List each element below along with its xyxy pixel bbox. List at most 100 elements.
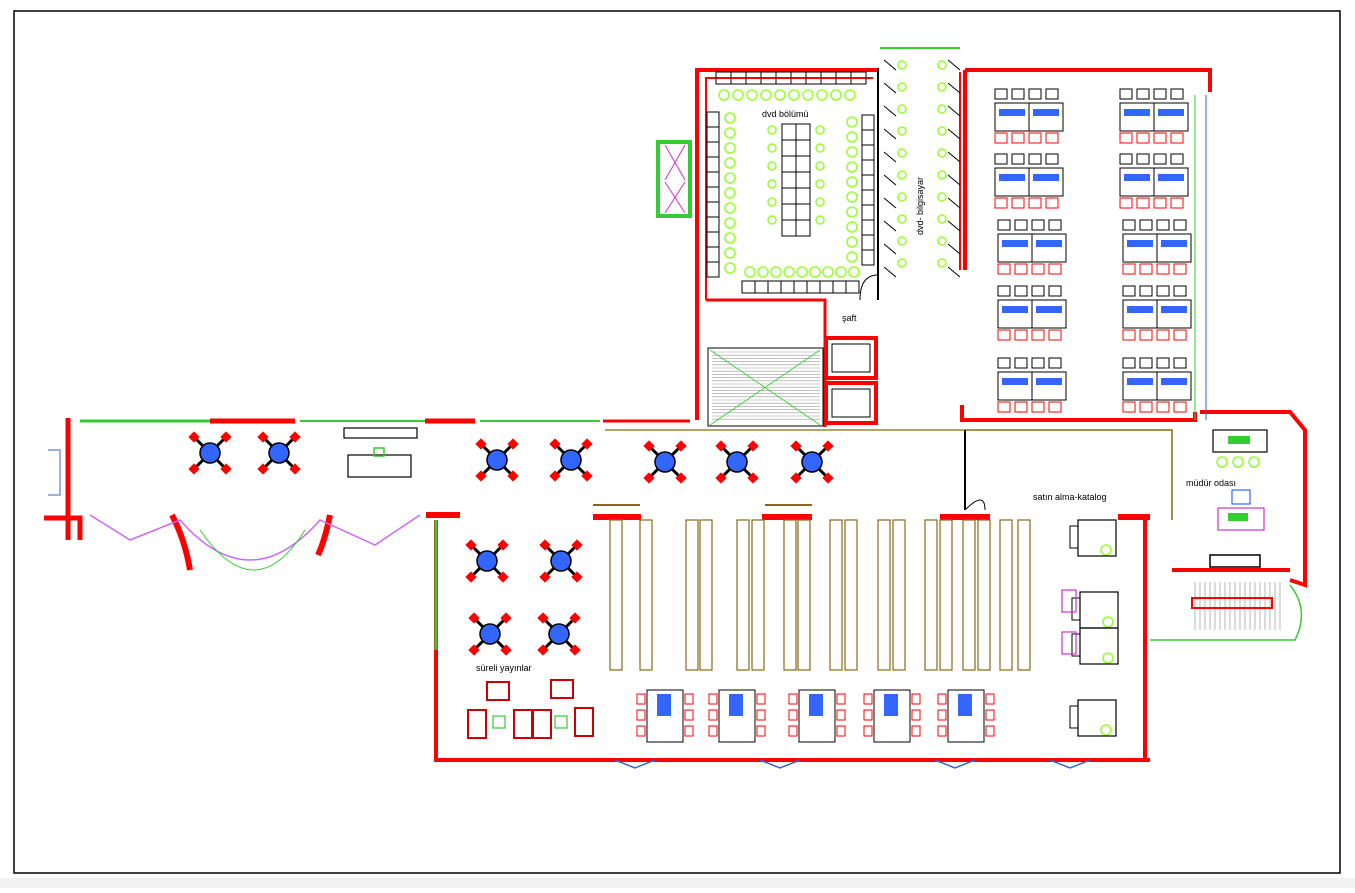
- dvd-study-table: [781, 171, 797, 189]
- reading-table: [947, 689, 985, 743]
- round-table-seat: [643, 440, 655, 452]
- reading-chair: [788, 725, 798, 737]
- workstation-chair: [1139, 263, 1153, 275]
- round-table: [726, 451, 748, 473]
- reading-chair: [911, 693, 921, 705]
- desk-tag: [1161, 306, 1187, 313]
- reading-chair: [684, 693, 694, 705]
- bookshelf: [685, 519, 699, 671]
- room-label-periodicals: süreli yayınlar: [476, 663, 532, 673]
- reading-chair: [985, 693, 995, 705]
- workstation-chair: [994, 88, 1008, 100]
- dvd-cabinet-east: [861, 219, 875, 236]
- round-table-seat: [468, 612, 480, 624]
- chair: [846, 206, 858, 218]
- workstation-chair: [1170, 197, 1184, 209]
- reading-chair: [684, 709, 694, 721]
- chair: [897, 104, 907, 114]
- room-label-purchasing: satın alma-katalog: [1033, 492, 1107, 502]
- computer-desk: [1153, 102, 1189, 132]
- reading-chair: [836, 709, 846, 721]
- chair: [835, 266, 847, 278]
- chair: [783, 266, 795, 278]
- corridor-rack: [883, 105, 897, 117]
- chair: [897, 236, 907, 246]
- chair: [732, 89, 744, 101]
- round-table: [486, 449, 508, 471]
- round-table-seat: [747, 472, 759, 484]
- corridor-rack: [883, 266, 897, 278]
- workstation-chair: [1045, 88, 1059, 100]
- wall-arc-west: [169, 513, 193, 571]
- workstation-chair: [1153, 153, 1167, 165]
- stair-well: [707, 347, 824, 427]
- round-table-seat: [675, 440, 687, 452]
- chair: [897, 192, 907, 202]
- chair: [937, 60, 947, 70]
- corridor-rack-2: [947, 197, 961, 209]
- corridor-rack: [883, 243, 897, 255]
- table-tag: [729, 694, 743, 716]
- round-table-seat: [537, 612, 549, 624]
- chair: [897, 148, 907, 158]
- chair: [937, 258, 947, 268]
- workstation-chair: [1119, 132, 1133, 144]
- meeting-table: [1217, 507, 1265, 531]
- chair: [724, 217, 736, 229]
- coffee-table: [554, 715, 568, 729]
- chair: [724, 172, 736, 184]
- chair: [760, 89, 772, 101]
- door-swing-purchasing: [964, 499, 986, 511]
- wall-west-cap: [44, 515, 83, 540]
- drawing-frame: [13, 10, 1341, 874]
- corridor-rack-2: [947, 82, 961, 94]
- armchair: [574, 707, 594, 737]
- round-table-seat: [790, 440, 802, 452]
- dvd-cabinet-bottom: [767, 280, 782, 294]
- reading-chair: [636, 709, 646, 721]
- workstation-chair: [1031, 401, 1045, 413]
- chair: [937, 148, 947, 158]
- bookshelf: [977, 519, 991, 671]
- stair-diagonal-b: [709, 349, 821, 426]
- stairs-layer: [707, 347, 1281, 630]
- chair: [815, 161, 825, 171]
- chair: [1232, 456, 1244, 468]
- computer-desk: [1031, 371, 1067, 401]
- workstation-chair: [1136, 88, 1150, 100]
- bookshelf: [699, 519, 713, 671]
- meeting-table-tag: [1228, 513, 1248, 521]
- bookshelf: [1017, 519, 1031, 671]
- chair: [848, 266, 860, 278]
- reading-chair: [863, 693, 873, 705]
- bookshelf: [844, 519, 858, 671]
- reading-chair: [937, 693, 947, 705]
- chair: [744, 266, 756, 278]
- reception-shelf: [343, 427, 418, 439]
- computer-desk: [1156, 233, 1192, 263]
- workstation-chair: [1048, 329, 1062, 341]
- workstation-chair: [1173, 357, 1187, 369]
- workstation-chair: [1045, 197, 1059, 209]
- round-table-seat: [569, 612, 581, 624]
- dvd-cabinet-west: [706, 216, 720, 233]
- reading-table: [798, 689, 836, 743]
- reading-chair: [911, 725, 921, 737]
- round-table-seat: [822, 472, 834, 484]
- chair: [767, 179, 777, 189]
- reading-chair: [937, 725, 947, 737]
- workstation-chair: [1014, 329, 1028, 341]
- dvd-cabinet-west: [706, 246, 720, 263]
- reading-chair: [911, 709, 921, 721]
- round-table-seat: [475, 470, 487, 482]
- chair: [724, 157, 736, 169]
- window-cross-2b: [664, 181, 686, 214]
- round-tables-layer: [188, 431, 834, 656]
- workstation-chair: [1014, 263, 1028, 275]
- reading-chair: [937, 709, 947, 721]
- round-table-seat: [715, 440, 727, 452]
- chair: [1102, 652, 1114, 664]
- chair: [724, 142, 736, 154]
- workstation-chair: [1122, 357, 1136, 369]
- chair: [937, 236, 947, 246]
